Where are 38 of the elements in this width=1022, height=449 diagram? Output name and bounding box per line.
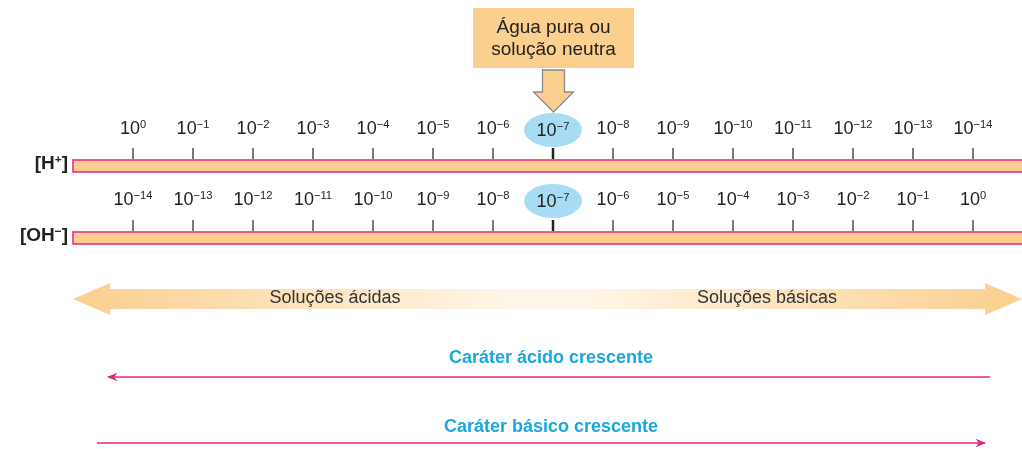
tick-label: 10$^{−11}$	[773, 118, 813, 139]
tick-label: 10$^{−1}$	[896, 189, 930, 210]
tick-label: 10$^{−8}$	[596, 118, 630, 139]
tick-label: 10$^{0}$	[959, 189, 987, 210]
highlight-ellipse: 10$^{−7}$	[524, 184, 582, 218]
region-label: Soluções ácidas	[269, 287, 401, 308]
tick-label: 10$^{−13}$	[893, 118, 933, 139]
axis-label: [OH$^{−}$]	[19, 224, 68, 246]
tick-label: 10$^{−3}$	[776, 189, 810, 210]
tick-label: 10$^{−3}$	[296, 118, 330, 139]
tick-label: 10$^{−4}$	[356, 118, 390, 139]
tick-label: 10$^{−8}$	[476, 189, 510, 210]
tick-label: 10$^{−10}$	[353, 189, 393, 210]
tick-label: 10$^{−9}$	[656, 118, 690, 139]
tick-label: 10$^{−12}$	[233, 189, 273, 210]
tick-label: 10$^{−2}$	[236, 118, 270, 139]
highlight-ellipse: 10$^{−7}$	[524, 113, 582, 147]
tick-label: 10$^{0}$	[119, 118, 147, 139]
tick-label: 10$^{−10}$	[713, 118, 753, 139]
tick-label: 10$^{−4}$	[716, 189, 750, 210]
block-arrow	[531, 69, 576, 113]
tick-label: 10$^{−5}$	[416, 118, 450, 139]
axis-label: [H$^{+}$]	[34, 152, 68, 174]
tick-label: 10$^{−6}$	[476, 118, 510, 139]
tick-label: 10$^{−2}$	[836, 189, 870, 210]
tick-label: 10$^{−6}$	[596, 189, 630, 210]
tick-label: 10$^{−14}$	[953, 118, 993, 139]
tick-label: 10$^{−13}$	[173, 189, 213, 210]
region-label: Soluções básicas	[696, 287, 838, 308]
tick-label: 10$^{−14}$	[113, 189, 153, 210]
tick-label: 10$^{−11}$	[293, 189, 333, 210]
tick-label: 10$^{−12}$	[833, 118, 873, 139]
tick-label: 10$^{−5}$	[656, 189, 690, 210]
tick-label: 10$^{−1}$	[176, 118, 210, 139]
callout-box: Água pura ou solução neutra	[473, 8, 634, 68]
trend-label: Caráter ácido crescente	[448, 347, 654, 368]
trend-label: Caráter básico crescente	[443, 416, 659, 437]
tick-label: 10$^{−9}$	[416, 189, 450, 210]
